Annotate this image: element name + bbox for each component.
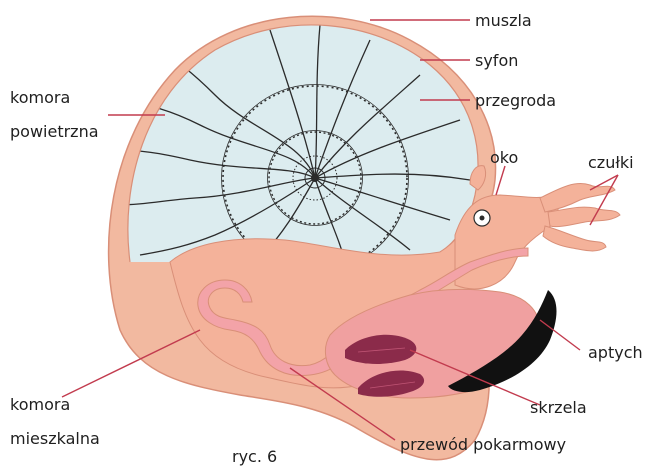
- label-komora-mieszkalna-line1: komora: [10, 395, 70, 414]
- label-aptych: aptych: [588, 343, 643, 362]
- label-przewod-pokarmowy: przewód pokarmowy: [400, 435, 566, 454]
- label-komora-mieszkalna-line2: mieszkalna: [10, 429, 100, 448]
- label-oko: oko: [490, 148, 518, 167]
- head: [455, 195, 558, 289]
- label-muszla: muszla: [475, 11, 532, 30]
- label-przegroda: przegroda: [475, 91, 556, 110]
- label-komora-powietrzna-line1: komora: [10, 88, 70, 107]
- label-czulki: czułki: [588, 153, 634, 172]
- label-komora-powietrzna-line2: powietrzna: [10, 122, 99, 141]
- figure-caption: ryc. 6: [232, 447, 277, 466]
- label-syfon: syfon: [475, 51, 518, 70]
- label-skrzela: skrzela: [530, 398, 587, 417]
